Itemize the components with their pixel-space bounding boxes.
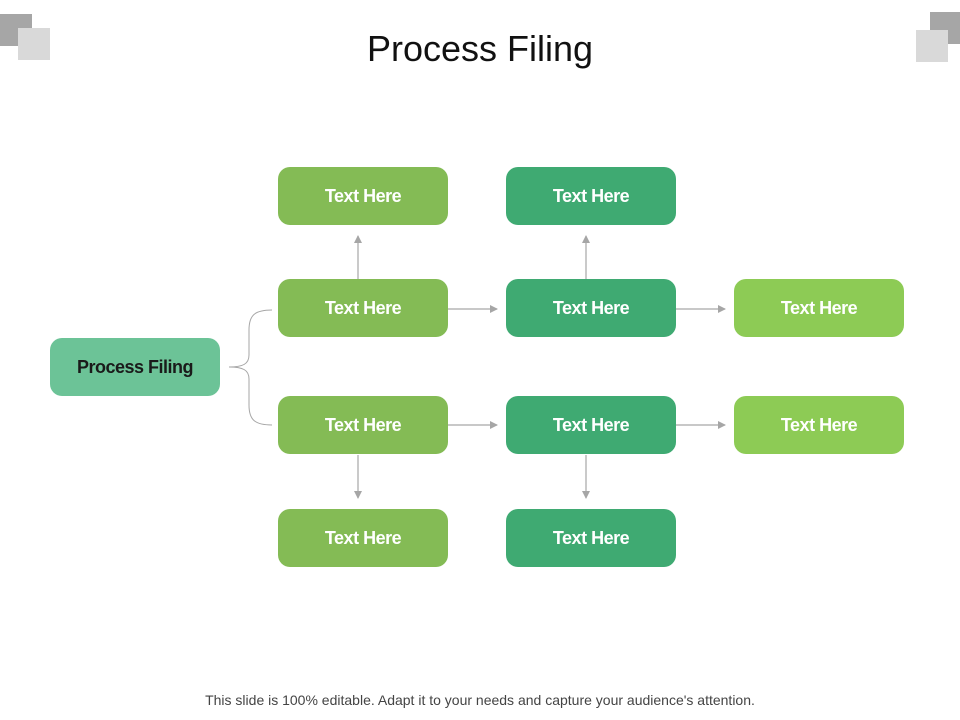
node-label: Text Here	[324, 414, 402, 435]
root-node[interactable]: Process Filing	[50, 338, 220, 396]
node-label: Text Here	[552, 527, 630, 548]
corner-square-light-left	[18, 28, 50, 60]
node-col3-lower[interactable]: Text Here	[734, 396, 904, 454]
footer-note: This slide is 100% editable. Adapt it to…	[205, 692, 755, 708]
node-col2-bottom[interactable]: Text Here	[506, 509, 676, 567]
node-col1-bottom[interactable]: Text Here	[278, 509, 448, 567]
slide-title: Process Filing	[366, 28, 594, 69]
node-label: Text Here	[552, 297, 630, 318]
node-col1-top[interactable]: Text Here	[278, 167, 448, 225]
node-col2-upper[interactable]: Text Here	[506, 279, 676, 337]
node-label: Text Here	[780, 414, 858, 435]
node-label: Text Here	[552, 414, 630, 435]
root-node-label: Process Filing	[76, 356, 194, 377]
corner-square-light-right	[916, 30, 948, 62]
node-label: Text Here	[324, 297, 402, 318]
node-col2-top[interactable]: Text Here	[506, 167, 676, 225]
node-label: Text Here	[324, 185, 402, 206]
node-label: Text Here	[780, 297, 858, 318]
brace-connector	[228, 309, 273, 426]
node-col1-upper[interactable]: Text Here	[278, 279, 448, 337]
node-label: Text Here	[552, 185, 630, 206]
node-col2-lower[interactable]: Text Here	[506, 396, 676, 454]
node-col1-lower[interactable]: Text Here	[278, 396, 448, 454]
node-col3-upper[interactable]: Text Here	[734, 279, 904, 337]
node-label: Text Here	[324, 527, 402, 548]
